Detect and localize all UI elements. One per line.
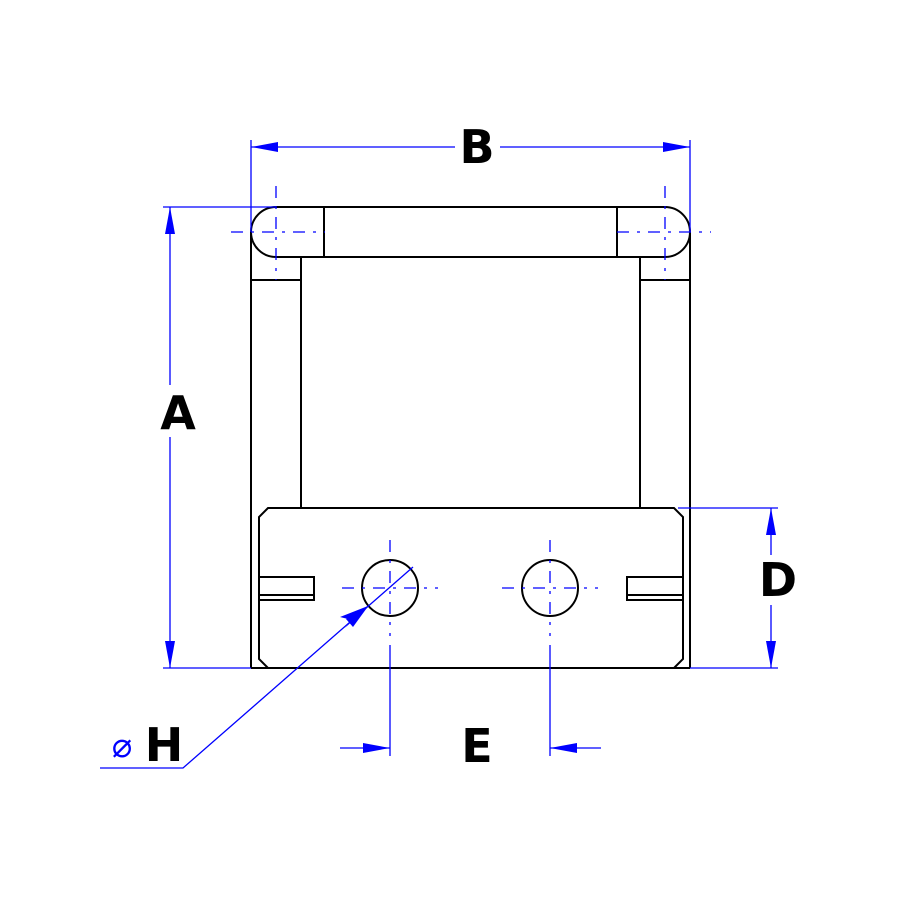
dimension-label-h: H bbox=[145, 718, 184, 772]
dimension-h: ⌀ H bbox=[100, 566, 414, 772]
diameter-symbol: ⌀ bbox=[112, 726, 132, 766]
dimension-label-d: D bbox=[759, 553, 797, 607]
part-outline bbox=[250, 206, 691, 669]
base-plate bbox=[258, 507, 684, 669]
dimension-b: B bbox=[250, 120, 691, 232]
dimension-label-b: B bbox=[459, 120, 494, 174]
dimension-label-a: A bbox=[160, 386, 196, 440]
dimension-a: A bbox=[160, 206, 276, 669]
dimension-d: D bbox=[678, 507, 797, 669]
dimension-e: E bbox=[340, 645, 601, 773]
right-slot bbox=[626, 576, 684, 601]
dimension-label-e: E bbox=[461, 719, 492, 773]
left-slot bbox=[258, 576, 315, 601]
